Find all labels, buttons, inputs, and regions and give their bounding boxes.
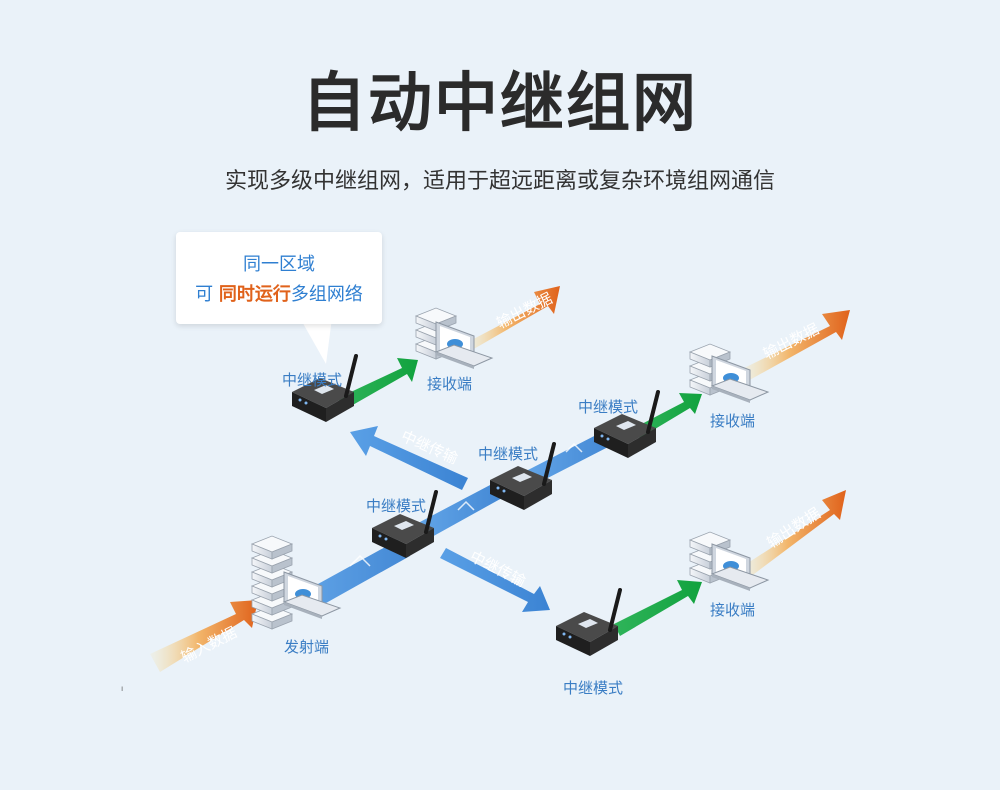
relay-device-bottom	[554, 588, 622, 658]
green-arrow-bottom	[614, 580, 702, 636]
orange-arrow-output-3	[740, 490, 846, 580]
callout-suffix: 多组网络	[290, 284, 363, 305]
receiver-label-bottom: 接收端	[710, 601, 756, 619]
relay-transfer-arrow-upper	[350, 426, 468, 490]
relay-mode-label-center: 中继模式	[366, 497, 427, 515]
receiver-label-right: 接收端	[710, 412, 756, 430]
orange-arrow-input	[150, 600, 258, 672]
page-subtitle: 实现多级中继组网，适用于超远距离或复杂环境组网通信	[224, 169, 775, 194]
callout-line-2: 可 同时运行多组网络	[176, 280, 382, 306]
callout-line-1: 同一区域	[243, 254, 315, 275]
relay-mode-label-bottom: 中继模式	[563, 679, 624, 697]
link-relay1-relay2	[420, 484, 502, 538]
green-arrow-top	[338, 358, 418, 410]
callout-prefix: 可	[195, 284, 214, 305]
orange-arrow-output-2	[740, 310, 850, 382]
link-sender-relay1	[298, 540, 410, 612]
network-callout: 同一区域 可 同时运行多组网络	[176, 232, 382, 324]
orange-arrow-output-1	[464, 286, 560, 350]
relay-mode-label-right: 中继模式	[578, 398, 639, 416]
relay-mode-label-top-left: 中继模式	[282, 371, 343, 389]
relay-transfer-arrow-lower	[440, 548, 550, 612]
output-data-label-1: 输出数据	[494, 289, 556, 332]
receiver-label-top: 接收端	[427, 375, 473, 393]
tiny-mark: ı	[121, 684, 124, 693]
page-title: 自动中继组网	[302, 67, 698, 141]
sender-label: 发射端	[284, 638, 330, 656]
callout-highlight: 同时运行	[218, 284, 291, 305]
relay-mode-label-middle: 中继模式	[478, 445, 539, 463]
callout-tail	[300, 318, 332, 364]
